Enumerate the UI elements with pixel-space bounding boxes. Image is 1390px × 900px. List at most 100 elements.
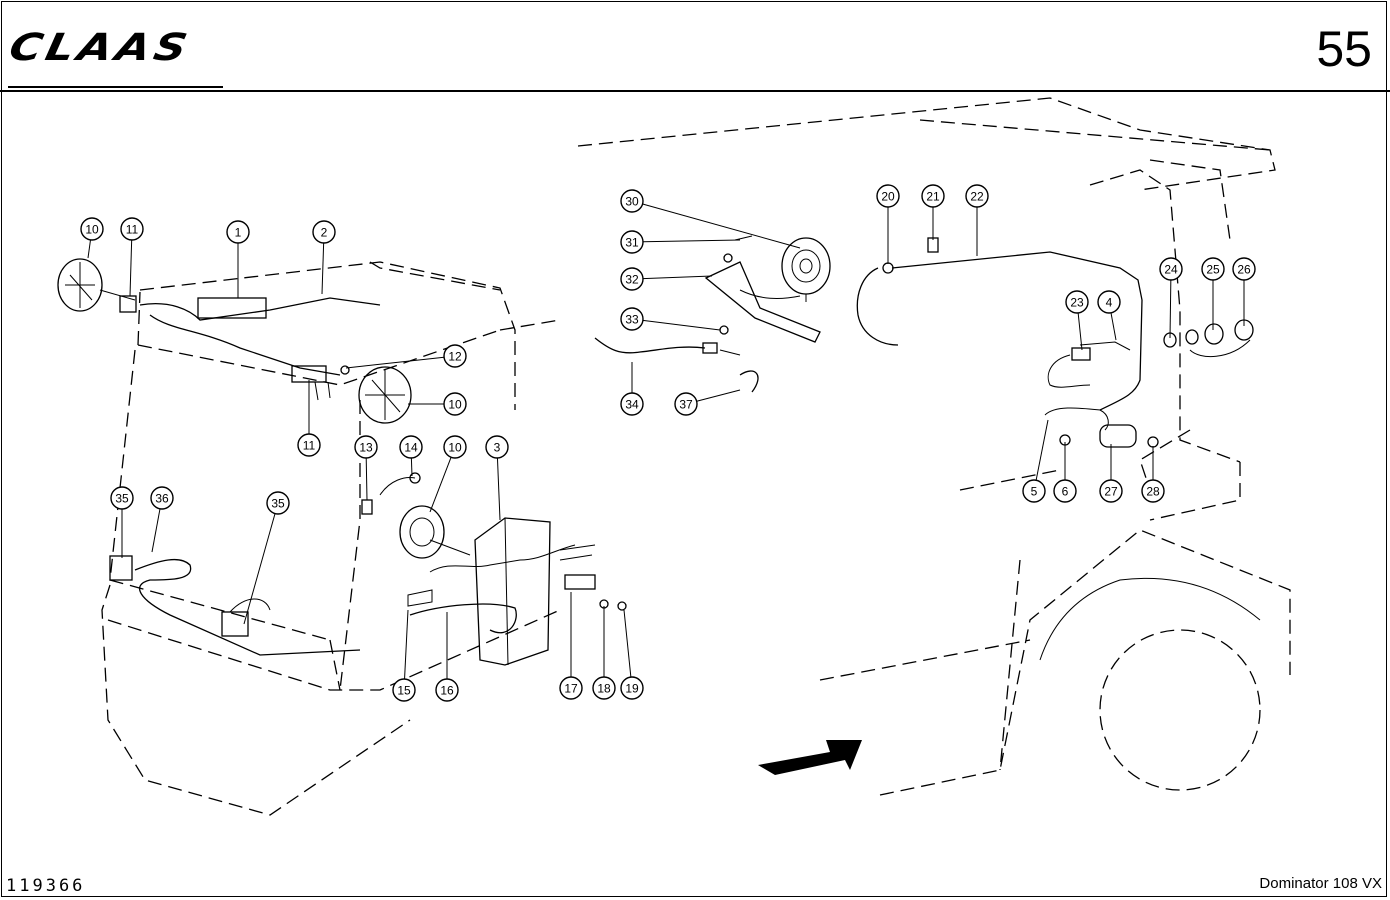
callout-number: 32 — [625, 273, 639, 287]
callout-circle — [354, 435, 378, 459]
leader-line — [496, 457, 501, 521]
leader-line — [87, 239, 91, 259]
callout-number: 10 — [448, 398, 462, 412]
callout-circle — [620, 307, 644, 331]
callout-number: 33 — [625, 313, 639, 327]
callout-circle — [965, 184, 989, 208]
callout-circle — [620, 392, 644, 416]
leader-line — [365, 457, 368, 501]
leader-line — [1169, 279, 1172, 339]
leader-line — [696, 389, 741, 402]
callout-35: 35 — [110, 486, 134, 558]
callout-10: 10 — [429, 435, 467, 513]
callout-18: 18 — [592, 606, 616, 700]
leader-line — [321, 242, 325, 295]
callout-number: 3 — [494, 441, 501, 455]
callout-10: 10 — [80, 217, 104, 259]
callout-circle — [120, 217, 144, 241]
callout-number: 37 — [679, 398, 693, 412]
callout-12: 12 — [345, 344, 467, 369]
page-number: 55 — [1316, 21, 1372, 77]
callout-circle — [443, 435, 467, 459]
callout-number: 14 — [404, 441, 418, 455]
callout-number: 35 — [115, 492, 129, 506]
callout-circle — [620, 267, 644, 291]
callout-number: 35 — [271, 497, 285, 511]
callout-25: 25 — [1201, 257, 1225, 330]
callout-circle — [1053, 479, 1077, 503]
callout-number: 30 — [625, 195, 639, 209]
callout-circle — [592, 676, 616, 700]
callout-21: 21 — [921, 184, 945, 240]
callout-number: 17 — [564, 682, 578, 696]
callout-13: 13 — [354, 435, 378, 501]
leader-line — [642, 203, 801, 249]
callout-number: 23 — [1070, 296, 1084, 310]
callout-3: 3 — [485, 435, 509, 521]
callout-number: 21 — [926, 190, 940, 204]
callout-circle — [110, 486, 134, 510]
callout-circle — [226, 220, 250, 244]
leader-line — [410, 457, 413, 477]
callout-number: 1 — [235, 226, 242, 240]
leader-line — [404, 609, 409, 680]
callout-23: 23 — [1065, 290, 1089, 351]
callout-circle — [1159, 257, 1183, 281]
leader-line — [151, 508, 161, 553]
leader-line — [1110, 312, 1117, 341]
callout-30: 30 — [620, 189, 801, 249]
leader-line — [1077, 312, 1083, 351]
left-components — [57, 258, 627, 666]
callout-number: 31 — [625, 236, 639, 250]
callout-circle — [266, 491, 290, 515]
leader-line — [1035, 419, 1049, 481]
callout-5: 5 — [1022, 419, 1049, 503]
callout-34: 34 — [620, 362, 644, 416]
leader-line — [642, 239, 741, 243]
leader-line — [429, 457, 452, 513]
callout-circle — [443, 392, 467, 416]
callout-number: 36 — [155, 492, 169, 506]
callout-circle — [312, 220, 336, 244]
callout-31: 31 — [620, 230, 741, 254]
callout-number: 5 — [1031, 485, 1038, 499]
callout-35: 35 — [243, 491, 290, 625]
callout-circle — [1232, 257, 1256, 281]
callout-number: 16 — [440, 684, 454, 698]
callout-number: 18 — [597, 682, 611, 696]
callout-37: 37 — [674, 389, 741, 416]
callout-6: 6 — [1053, 442, 1077, 503]
callout-32: 32 — [620, 267, 713, 291]
leader-line — [243, 513, 276, 625]
callout-number: 10 — [85, 223, 99, 237]
callout-14: 14 — [399, 435, 423, 477]
callout-number: 10 — [448, 441, 462, 455]
callout-number: 11 — [126, 223, 139, 237]
callout-number: 24 — [1164, 263, 1178, 277]
callout-number: 15 — [397, 684, 411, 698]
callout-1: 1 — [226, 220, 250, 298]
callout-36: 36 — [150, 486, 174, 553]
callout-20: 20 — [876, 184, 900, 264]
callout-4: 4 — [1097, 290, 1121, 341]
callout-10: 10 — [408, 392, 467, 416]
callout-number: 13 — [359, 441, 373, 455]
callout-circle — [392, 678, 416, 702]
callout-2: 2 — [312, 220, 336, 295]
callout-11: 11 — [120, 217, 144, 297]
callout-circle — [485, 435, 509, 459]
callout-circle — [150, 486, 174, 510]
callout-circle — [921, 184, 945, 208]
callout-24: 24 — [1159, 257, 1183, 339]
leader-line — [129, 239, 133, 297]
callout-circle — [435, 678, 459, 702]
callout-number: 28 — [1146, 485, 1160, 499]
leader-line — [642, 319, 721, 331]
callout-number: 19 — [625, 682, 639, 696]
callout-16: 16 — [435, 612, 459, 702]
callout-number: 6 — [1062, 485, 1069, 499]
callout-number: 12 — [448, 350, 462, 364]
leader-line — [642, 275, 713, 280]
callout-circle — [443, 344, 467, 368]
